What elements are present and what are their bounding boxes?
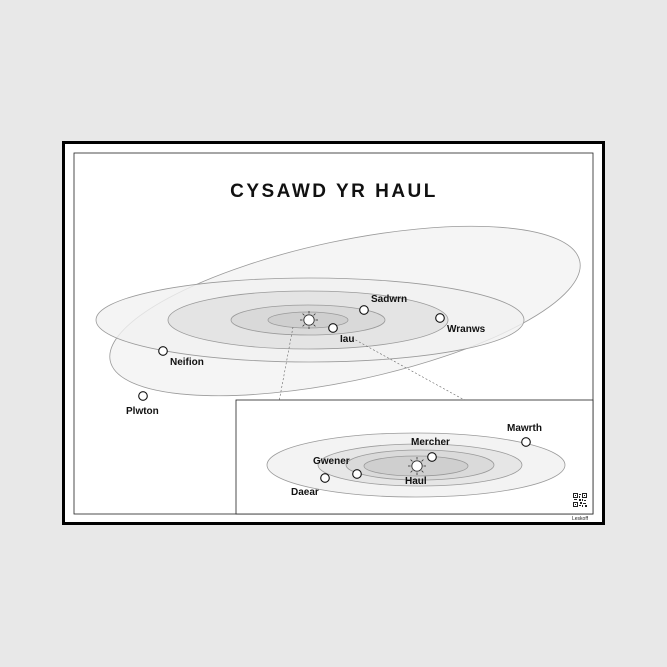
- brand-mark: Leskoff: [572, 516, 589, 522]
- planet-circle-icon: [138, 391, 148, 401]
- planet-label-wranws: Wranws: [447, 324, 486, 335]
- planet-circle-icon: [158, 346, 168, 356]
- planet-label-mercher: Mercher: [411, 437, 450, 448]
- planet-label-plwton: Plwton: [126, 406, 159, 417]
- planet-neifion: Neifion: [158, 346, 204, 368]
- sun-label: Haul: [405, 476, 427, 487]
- sun-icon: [300, 311, 318, 329]
- planet-daear: Daear: [291, 473, 330, 498]
- planet-circle-icon: [320, 473, 330, 483]
- poster-title: CYSAWD YR HAUL: [230, 181, 438, 202]
- planet-label-daear: Daear: [291, 487, 319, 498]
- planet-label-neifion: Neifion: [170, 357, 204, 368]
- planet-sadwrn: Sadwrn: [359, 294, 407, 315]
- planet-circle-icon: [427, 452, 437, 462]
- planet-circle-icon: [521, 437, 531, 447]
- planet-mercher: Mercher: [411, 437, 450, 462]
- planet-label-mawrth: Mawrth: [507, 423, 542, 434]
- planet-circle-icon: [359, 305, 369, 315]
- planet-mawrth: Mawrth: [507, 423, 542, 447]
- planet-wranws: Wranws: [435, 313, 486, 335]
- planet-label-sadwrn: Sadwrn: [371, 294, 407, 305]
- outer-orbits: [95, 225, 581, 397]
- planet-gwener: Gwener: [313, 456, 362, 479]
- planet-circle-icon: [328, 323, 338, 333]
- planet-circle-icon: [435, 313, 445, 323]
- qr-code-icon: [573, 493, 587, 507]
- planet-iau: Iau: [328, 323, 354, 345]
- sun-icon: [408, 457, 426, 475]
- planet-label-iau: Iau: [340, 334, 354, 345]
- planet-circle-icon: [352, 469, 362, 479]
- planet-label-gwener: Gwener: [313, 456, 350, 467]
- planet-plwton: Plwton: [126, 391, 159, 417]
